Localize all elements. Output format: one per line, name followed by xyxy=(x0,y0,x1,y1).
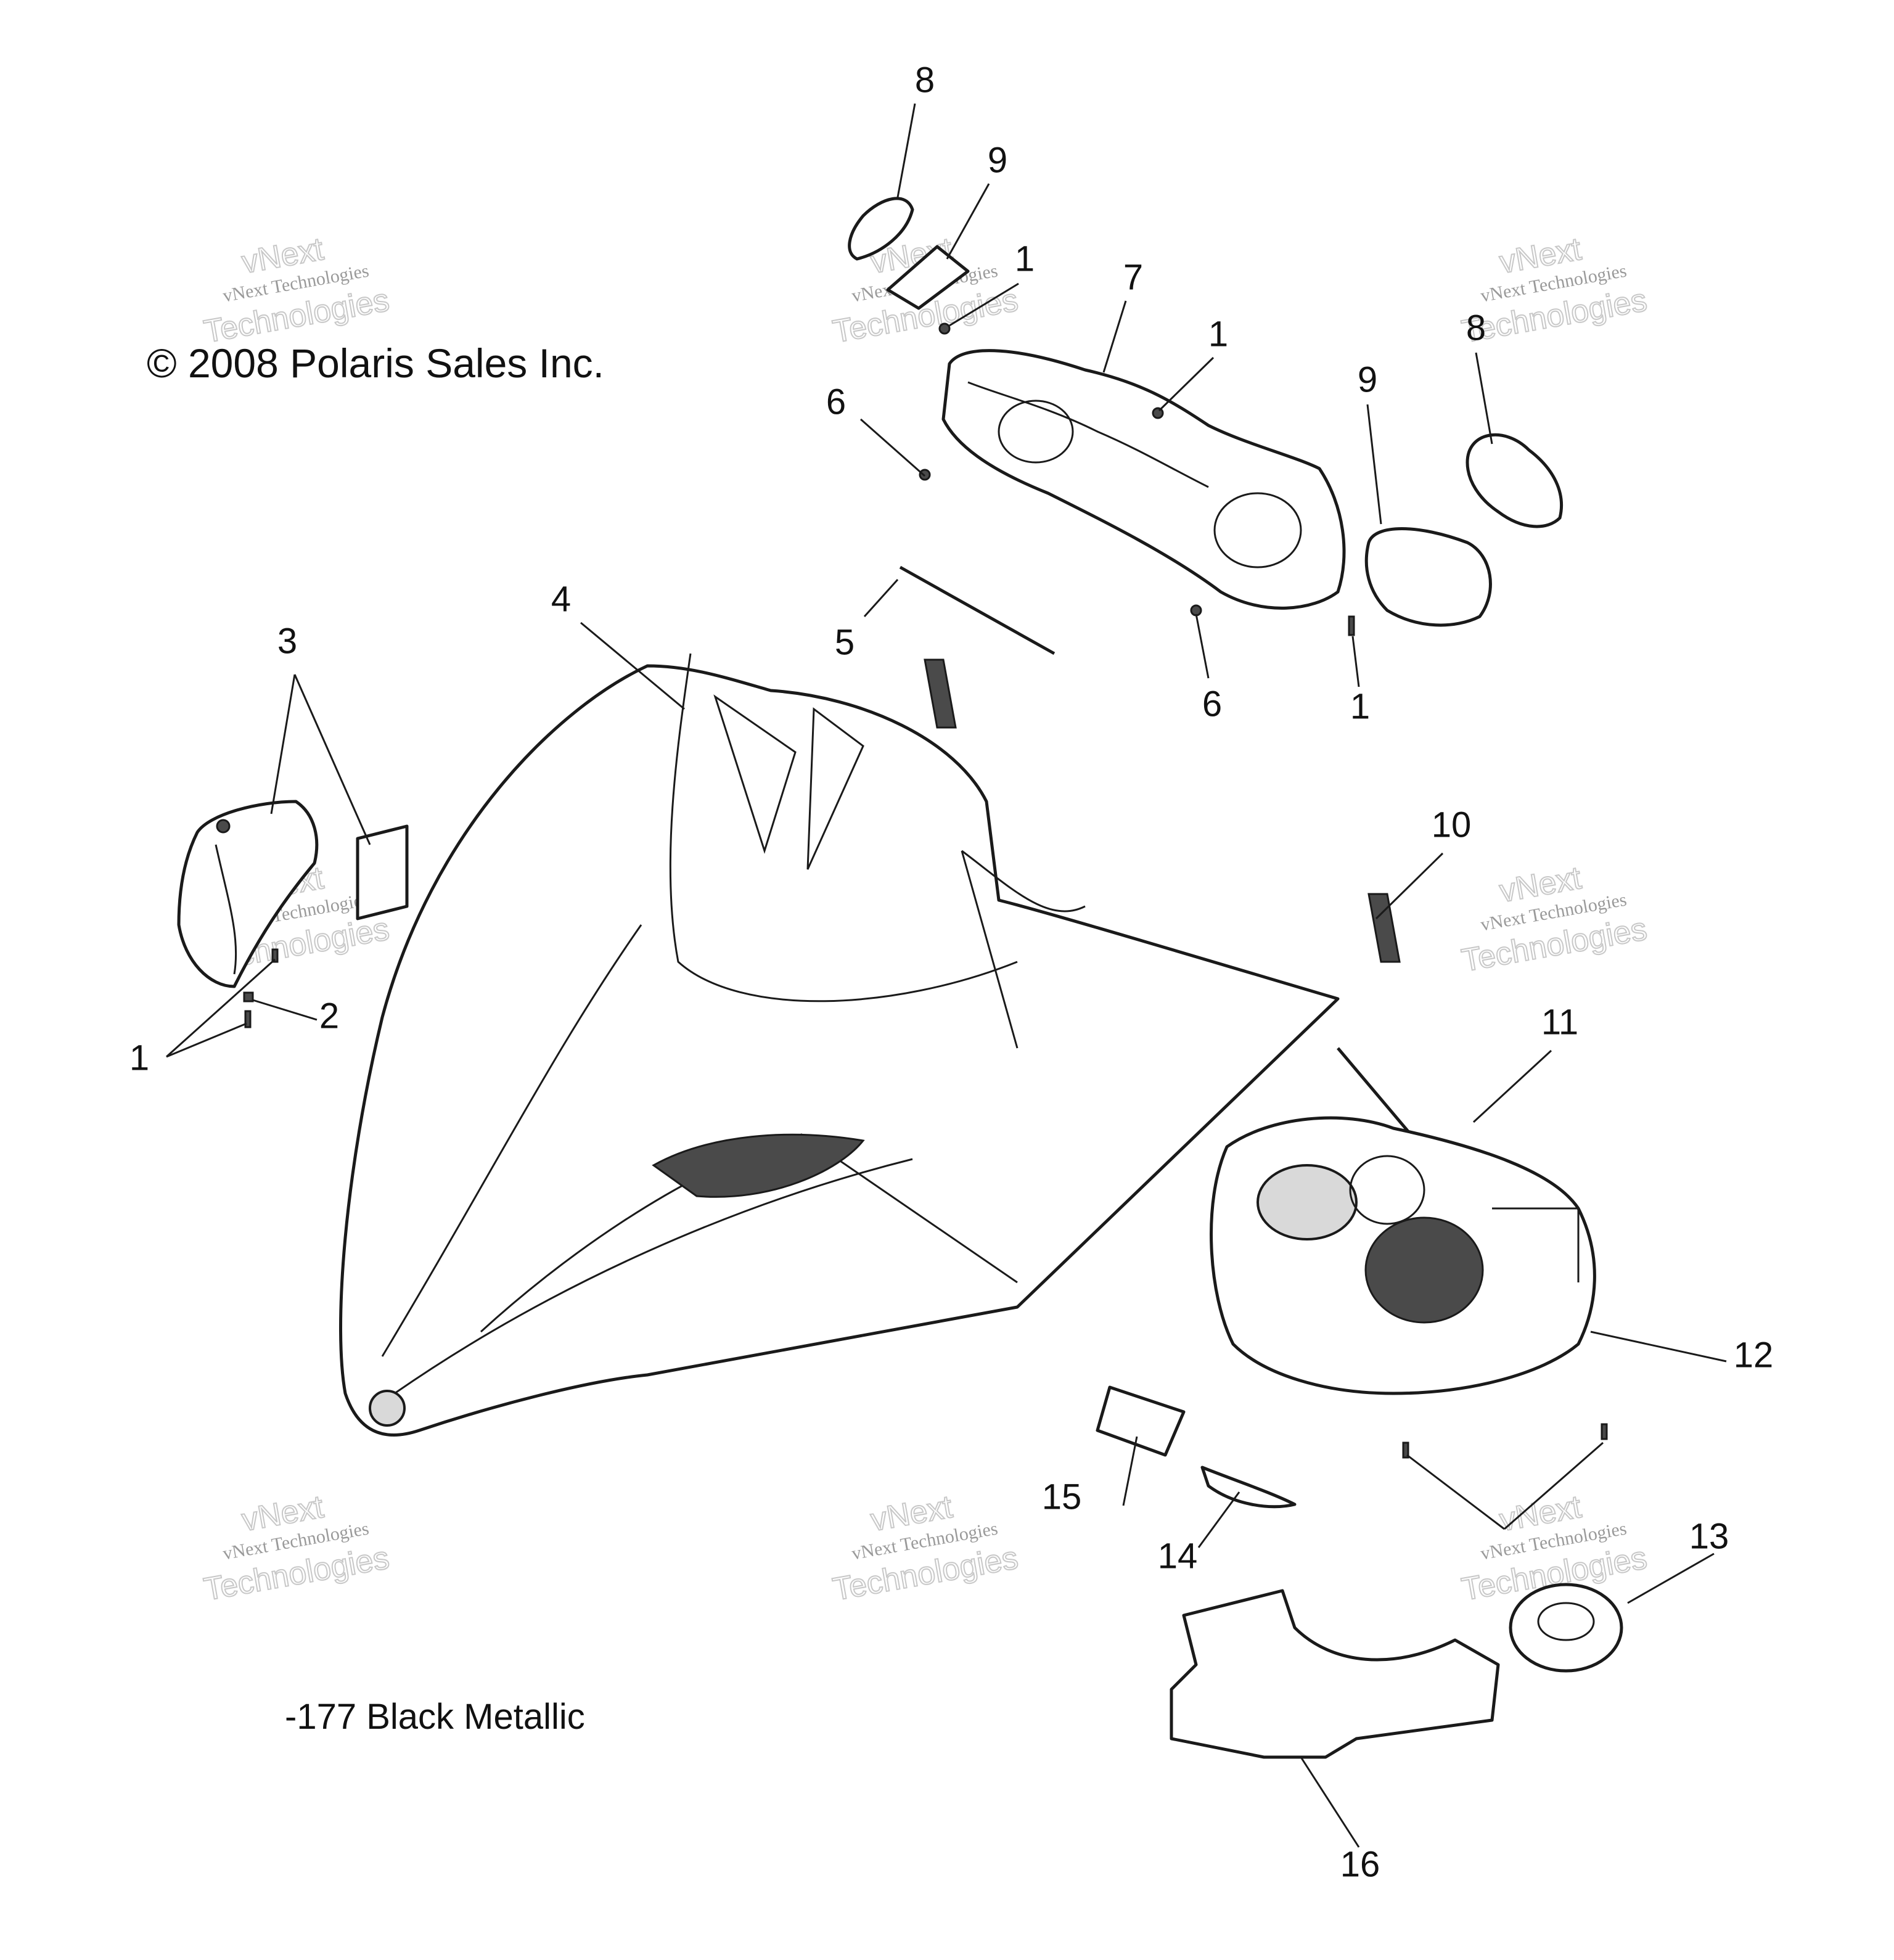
callout-2: 2 xyxy=(319,996,339,1036)
callout-6: 6 xyxy=(1202,684,1222,724)
callout-13: 13 xyxy=(1689,1516,1729,1556)
watermark-top-right: vNext vNext Technologies Technologies xyxy=(1459,231,1650,351)
callout-labels: 8 9 1 7 1 9 8 6 6 1 5 4 3 10 11 12 13 14… xyxy=(129,60,1773,1884)
callout-3: 3 xyxy=(277,621,297,661)
callout-1: 1 xyxy=(1015,239,1035,279)
console-part-12 xyxy=(1210,1116,1596,1395)
lens-part-9-left xyxy=(886,245,970,310)
fastener-part-1 xyxy=(1402,1441,1409,1459)
hood-emblem xyxy=(369,1390,406,1427)
bracket-part-5-clip xyxy=(924,658,957,729)
callout-14: 14 xyxy=(1158,1536,1198,1576)
bracket-part-10 xyxy=(1367,893,1401,963)
watermark-top-left: vNext vNext Technologies Technologies xyxy=(201,231,393,351)
decal-part-3 xyxy=(356,824,409,921)
callout-7: 7 xyxy=(1123,257,1143,297)
grommet-part-13 xyxy=(1509,1583,1623,1673)
pad-part-16 xyxy=(1170,1589,1500,1759)
callout-4: 4 xyxy=(551,579,571,619)
callout-11: 11 xyxy=(1541,1002,1578,1042)
fastener-part-1 xyxy=(271,948,279,963)
grommet-part-2 xyxy=(243,991,254,1003)
gasket-part-8-right xyxy=(1466,433,1564,528)
screw-part-6 xyxy=(1190,604,1202,617)
callout-8: 8 xyxy=(915,60,935,100)
watermark-bottom-center: vNext vNext Technologies Technologies xyxy=(830,1488,1022,1609)
callout-6: 6 xyxy=(826,382,846,422)
lens-part-9-right xyxy=(1364,527,1492,627)
callout-15: 15 xyxy=(1042,1477,1082,1517)
gasket-part-8-left xyxy=(848,197,914,261)
hood-part-4 xyxy=(339,653,1340,1437)
leader-lines xyxy=(165,103,1727,1848)
watermark-bottom-left: vNext vNext Technologies Technologies xyxy=(201,1488,393,1609)
watermark-mid-right: vNext vNext Technologies Technologies xyxy=(1459,859,1650,980)
callout-1: 1 xyxy=(1350,686,1370,726)
fastener-part-1 xyxy=(938,322,951,335)
callout-12: 12 xyxy=(1734,1335,1774,1375)
fastener-part-1 xyxy=(244,1010,252,1028)
callout-9: 9 xyxy=(988,140,1007,180)
color-note: -177 Black Metallic xyxy=(285,1697,585,1737)
fastener-part-1 xyxy=(1601,1423,1608,1440)
copyright-text: © 2008 Polaris Sales Inc. xyxy=(147,340,604,386)
gauge-housing-part-7 xyxy=(941,349,1346,610)
fasteners xyxy=(243,322,1608,1459)
callout-1: 1 xyxy=(129,1038,149,1078)
side-cover-part-3 xyxy=(177,800,409,988)
callout-9: 9 xyxy=(1358,359,1377,400)
fastener-part-1 xyxy=(1348,615,1355,636)
callout-1: 1 xyxy=(1208,314,1228,354)
callout-5: 5 xyxy=(835,622,855,662)
decal-part-14 xyxy=(1200,1466,1297,1509)
decal-part-15 xyxy=(1096,1385,1186,1457)
callout-8: 8 xyxy=(1466,308,1486,348)
callout-16: 16 xyxy=(1340,1844,1380,1884)
trim-strip-part-5 xyxy=(899,565,1056,655)
callout-10: 10 xyxy=(1432,805,1472,845)
